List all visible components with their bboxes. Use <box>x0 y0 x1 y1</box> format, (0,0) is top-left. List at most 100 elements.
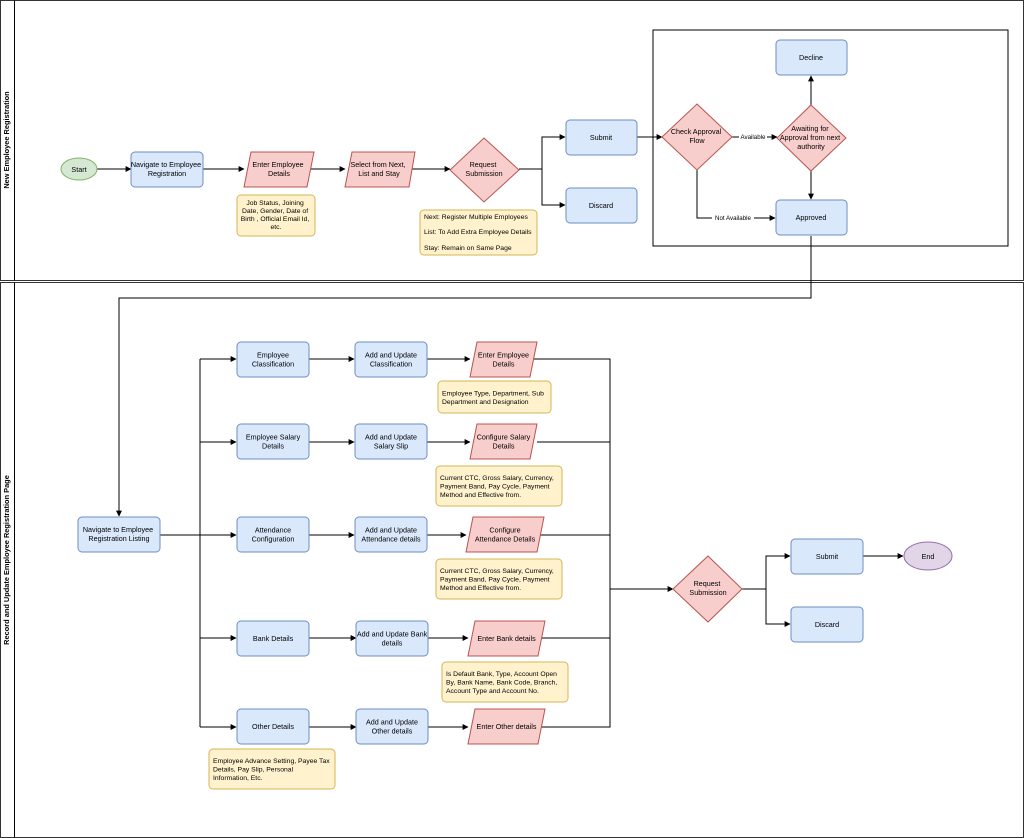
category-node-other[interactable]: Other Details <box>236 708 310 745</box>
submit-label: Submit <box>816 552 838 561</box>
employee-details-note: Job Status, Joining Date, Gender, Date o… <box>236 194 316 237</box>
enter-details-label-line: Details <box>268 169 290 178</box>
node-label-line: Other details <box>372 727 413 736</box>
enter-details-label-line: Enter Employee <box>252 160 303 169</box>
note-line: Employee Advance Setting, Payee Tax <box>213 758 330 765</box>
note-line: Current CTC, Gross Salary, Currency, <box>440 475 554 482</box>
enter-employee-details-node[interactable]: Enter Employee Details <box>243 151 315 188</box>
discard-label: Discard <box>815 620 839 629</box>
node-label-line: Add and Update Bank <box>357 630 428 639</box>
navigate-label-line: Navigate to Employee <box>131 160 201 169</box>
submit-node-bottom[interactable]: Submit <box>790 538 864 575</box>
node-label-line: Add and Update <box>365 433 417 442</box>
edge-label-available: Available <box>741 134 767 141</box>
node-label-line: Other Details <box>252 722 294 731</box>
request-submission-decision-top[interactable]: Request Submission <box>449 137 520 203</box>
note-line: Employee Type, Department, Sub <box>442 390 544 397</box>
select-label-line: Select from Next, <box>350 160 405 169</box>
listing-label-line: Navigate to Employee <box>83 525 153 534</box>
note-line: Stay: Remain on Same Page <box>424 245 512 252</box>
note-line: Payment Band, Pay Cycle, Payment <box>440 577 550 584</box>
request-submission-decision-bottom[interactable]: Request Submission <box>672 555 743 623</box>
check-label-line: Flow <box>689 136 705 145</box>
category-node-bank[interactable]: Bank Details <box>236 620 310 657</box>
node-label-line: Enter Other details <box>477 722 537 731</box>
node-label-line: Classification <box>252 360 294 369</box>
svg-text:Employee Advance Setting, Paye: Employee Advance Setting, Payee TaxDetai… <box>213 758 330 782</box>
listing-label-line: Registration Listing <box>88 534 149 543</box>
approval-group-container <box>652 29 1009 247</box>
node-label-line: Employee <box>257 351 289 360</box>
start-node[interactable]: Start <box>60 157 98 181</box>
navigate-registration-listing-node[interactable]: Navigate to Employee Registration Listin… <box>77 516 161 553</box>
svg-text:Enter Employee Details: Enter Employee Details <box>252 160 305 178</box>
svg-text:Job Status, Joining Date: Job Status, Joining Date, Gender, Date o… <box>241 200 312 231</box>
select-next-list-stay-node[interactable]: Select from Next, List and Stay <box>344 151 416 188</box>
svg-text:Enter Bank details: Enter Bank details <box>477 634 536 643</box>
approved-label: Approved <box>796 213 827 222</box>
check-approval-flow-decision[interactable]: Check Approval Flow <box>661 103 733 171</box>
node-label-line: Details <box>493 442 515 451</box>
end-node[interactable]: End <box>903 541 953 571</box>
node-label-line: Configure Salary <box>477 433 531 442</box>
select-options-note: Next: Register Multiple Employees List: … <box>419 209 538 256</box>
approved-node[interactable]: Approved <box>775 199 848 236</box>
node-label-line: Attendance <box>255 526 291 535</box>
svg-text:Awaiting for Approval fr: Awaiting for Approval from next authorit… <box>780 124 842 151</box>
node-label-line: Configuration <box>252 535 295 544</box>
node-label-line: Add and Update <box>365 351 417 360</box>
awaiting-approval-decision[interactable]: Awaiting for Approval from next authorit… <box>776 104 847 172</box>
decline-node[interactable]: Decline <box>775 39 848 76</box>
edge-label-not-available: Not Available <box>715 215 752 222</box>
awaiting-label-line: authority <box>797 142 825 151</box>
note-line: Job Status, Joining <box>246 200 304 207</box>
note-line: By, Bank Name, Bank Code, Branch, <box>446 680 557 687</box>
discard-node-bottom[interactable]: Discard <box>790 606 864 643</box>
check-label-line: Check Approval <box>671 127 722 136</box>
node-label-line: Enter Bank details <box>477 634 536 643</box>
node-label-line: details <box>382 639 403 648</box>
note-line: Birth , Official Email Id, <box>241 216 310 223</box>
navigate-employee-registration-node[interactable]: Navigate to Employee Registration <box>130 151 204 188</box>
note-line: Department and Designation <box>442 399 529 406</box>
svg-text:Next: Register Multiple Employ: Next: Register Multiple Employees List: … <box>424 214 533 252</box>
note-attendance: Current CTC, Gross Salary, Currency,Paym… <box>435 558 563 600</box>
note-line: Date, Gender, Date of <box>242 208 308 215</box>
enter-node-other[interactable]: Enter Other details <box>467 708 546 745</box>
enter-node-bank[interactable]: Enter Bank details <box>467 620 546 657</box>
node-label-line: Salary Slip <box>374 442 408 451</box>
top-lane-connectors <box>97 75 814 517</box>
discard-label: Discard <box>589 201 613 210</box>
note-line: List: To Add Extra Employee Details <box>424 229 532 236</box>
request-label-line: Submission <box>465 169 502 178</box>
svg-text:Current CTC, Gross Salary, Cur: Current CTC, Gross Salary, Currency,Paym… <box>440 475 554 499</box>
awaiting-label-line: Approval from next <box>780 133 840 142</box>
awaiting-label-line: Awaiting for <box>791 124 829 133</box>
submit-node-top[interactable]: Submit <box>565 119 638 156</box>
note-line: Method and Effective from. <box>440 585 521 592</box>
node-label-line: Enter Employee <box>478 351 529 360</box>
bottom-lane-connectors <box>160 356 904 730</box>
svg-text:Current CTC, Gross Salary, Cur: Current CTC, Gross Salary, Currency,Paym… <box>440 568 554 592</box>
discard-node-top[interactable]: Discard <box>565 187 638 224</box>
